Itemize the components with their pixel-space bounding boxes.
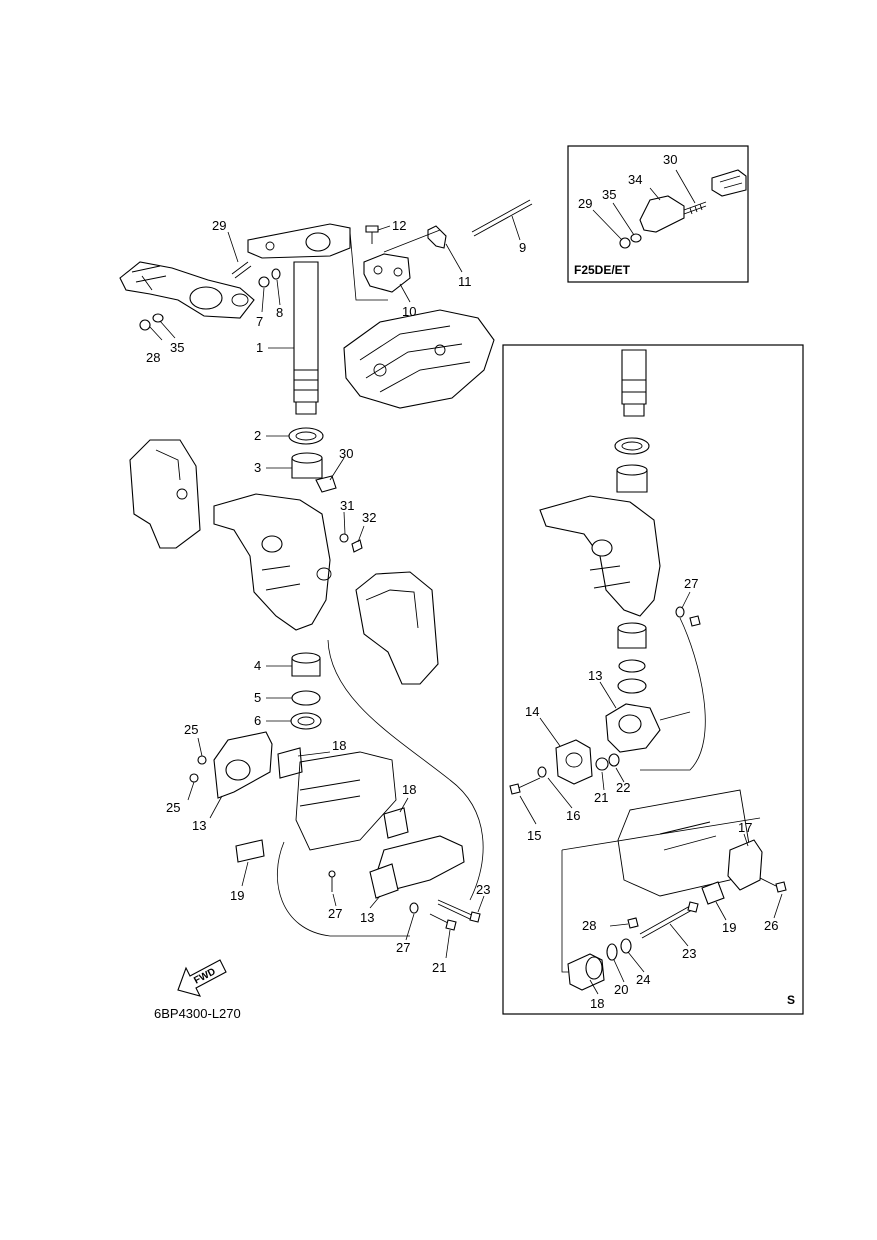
fwd-arrow-icon: FWD — [177, 959, 227, 997]
label-18-left: 18 — [332, 738, 346, 753]
label-33: 32 — [362, 510, 376, 525]
washer-6 — [290, 712, 322, 730]
inset-s-label-16: 16 — [566, 808, 580, 823]
clamp-bracket-right — [355, 571, 439, 685]
inset-label-30: 30 — [663, 152, 677, 167]
washer-35 — [630, 233, 642, 243]
inset-s-label-20: 20 — [614, 982, 628, 997]
label-10: 10 — [402, 304, 416, 319]
nut-29-main — [139, 319, 151, 331]
rubber-mount-18-left — [277, 747, 303, 779]
label-23: 23 — [476, 882, 490, 897]
bolt-23 — [437, 899, 475, 917]
inset-s-label-28: 28 — [582, 918, 596, 933]
inset-s-label-21: 21 — [594, 790, 608, 805]
washer-35-main — [152, 313, 164, 323]
inset-s-label-15: 15 — [527, 828, 541, 843]
label-31: 30 — [339, 446, 353, 461]
rod-9 — [471, 199, 531, 233]
rubber-mount-18-right — [383, 807, 409, 839]
label-9: 9 — [519, 240, 526, 255]
mount-bracket-left-top — [119, 261, 255, 319]
bolt-33 — [351, 539, 363, 553]
label-29: 28 — [146, 350, 160, 365]
nut-29 — [619, 237, 631, 249]
label-3: 3 — [254, 460, 261, 475]
inset-s-label-14: 14 — [525, 704, 539, 719]
inset-s-model: S — [502, 344, 804, 1015]
label-5: 5 — [254, 690, 261, 705]
label-28: 27 — [328, 906, 342, 921]
engine-base — [343, 309, 495, 409]
label-6: 6 — [254, 713, 261, 728]
label-13-upper: 13 — [192, 818, 206, 833]
label-11: 11 — [458, 274, 472, 289]
lower-mount-13 — [369, 863, 399, 899]
label-32: 31 — [340, 498, 354, 513]
label-19: 19 — [230, 888, 244, 903]
bolt-12 — [365, 225, 379, 233]
stud-30 — [683, 201, 707, 215]
label-27: 27 — [396, 940, 410, 955]
label-8: 8 — [276, 305, 283, 320]
inset-f25de-et-caption: F25DE/ET — [574, 263, 631, 277]
inset-s-label-23: 23 — [682, 946, 696, 961]
inset-f25de-et: F25DE/ET 30 34 35 29 — [567, 145, 749, 283]
plate-11 — [427, 225, 447, 249]
inset-s-caption: S — [787, 993, 795, 1007]
inset-s-label-22: 22 — [616, 780, 630, 795]
label-18-right: 18 — [402, 782, 416, 797]
nut-25-bottom — [189, 773, 199, 783]
nut-7 — [258, 276, 270, 288]
diagram-code: 6BP4300-L270 — [154, 1006, 241, 1021]
inset-f25de-et-frame — [567, 145, 749, 283]
lower-casing-outline — [295, 751, 397, 851]
label-1: 1 — [256, 340, 263, 355]
label-21: 21 — [432, 960, 446, 975]
nut-25-top — [197, 755, 207, 765]
inset-label-34: 34 — [628, 172, 642, 187]
inset-s-label-13: 13 — [588, 668, 602, 683]
inset-s-label-27: 27 — [684, 576, 698, 591]
label-4: 4 — [254, 658, 261, 673]
inset-label-35: 35 — [602, 187, 616, 202]
steering-shaft-1 — [293, 261, 319, 403]
o-ring-5 — [291, 690, 321, 706]
steering-arm — [247, 223, 351, 259]
inset-s-frame — [502, 344, 804, 1015]
inset-s-label-18: 18 — [590, 996, 604, 1011]
inset-s-label-26: 26 — [764, 918, 778, 933]
part-31 — [315, 475, 337, 493]
bracket-10 — [363, 253, 411, 293]
inset-s-label-24: 24 — [636, 972, 650, 987]
damper-19 — [235, 839, 265, 863]
stud-30-main — [231, 261, 252, 279]
swivel-bracket — [213, 493, 331, 631]
bolt-21 — [429, 913, 451, 925]
label-25-top: 25 — [184, 722, 198, 737]
inset-label-29: 29 — [578, 196, 592, 211]
label-13-lower: 13 — [360, 910, 374, 925]
inset-s-label-17: 17 — [738, 820, 752, 835]
clamp-bracket-left — [129, 439, 201, 549]
washer-2 — [288, 427, 324, 445]
main-assembly: 29 28 35 7 8 1 12 10 11 9 2 3 30 31 32 4… — [119, 199, 533, 1021]
label-35: 35 — [170, 340, 184, 355]
washer-27 — [409, 902, 419, 914]
label-2: 2 — [254, 428, 261, 443]
label-7: 7 — [256, 314, 263, 329]
label-30: 29 — [212, 218, 226, 233]
nut-32 — [339, 533, 349, 543]
label-25-bottom: 25 — [166, 800, 180, 815]
inset-s-label-19: 19 — [722, 920, 736, 935]
washer-8 — [271, 268, 281, 280]
plate-34 — [639, 195, 685, 233]
label-12: 12 — [392, 218, 406, 233]
